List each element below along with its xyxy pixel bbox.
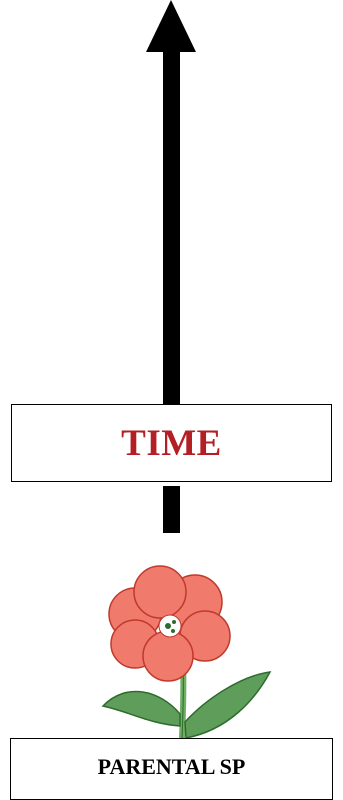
flower-icon xyxy=(103,566,270,738)
parental-species-label: PARENTAL SP xyxy=(98,754,246,784)
arrow-shaft-lower xyxy=(163,486,180,533)
time-label-box: TIME xyxy=(11,404,332,482)
parental-species-box: PARENTAL SP xyxy=(10,738,333,800)
time-label: TIME xyxy=(121,422,222,465)
up-arrow-icon xyxy=(146,0,196,52)
arrow-shaft-upper xyxy=(163,50,180,406)
